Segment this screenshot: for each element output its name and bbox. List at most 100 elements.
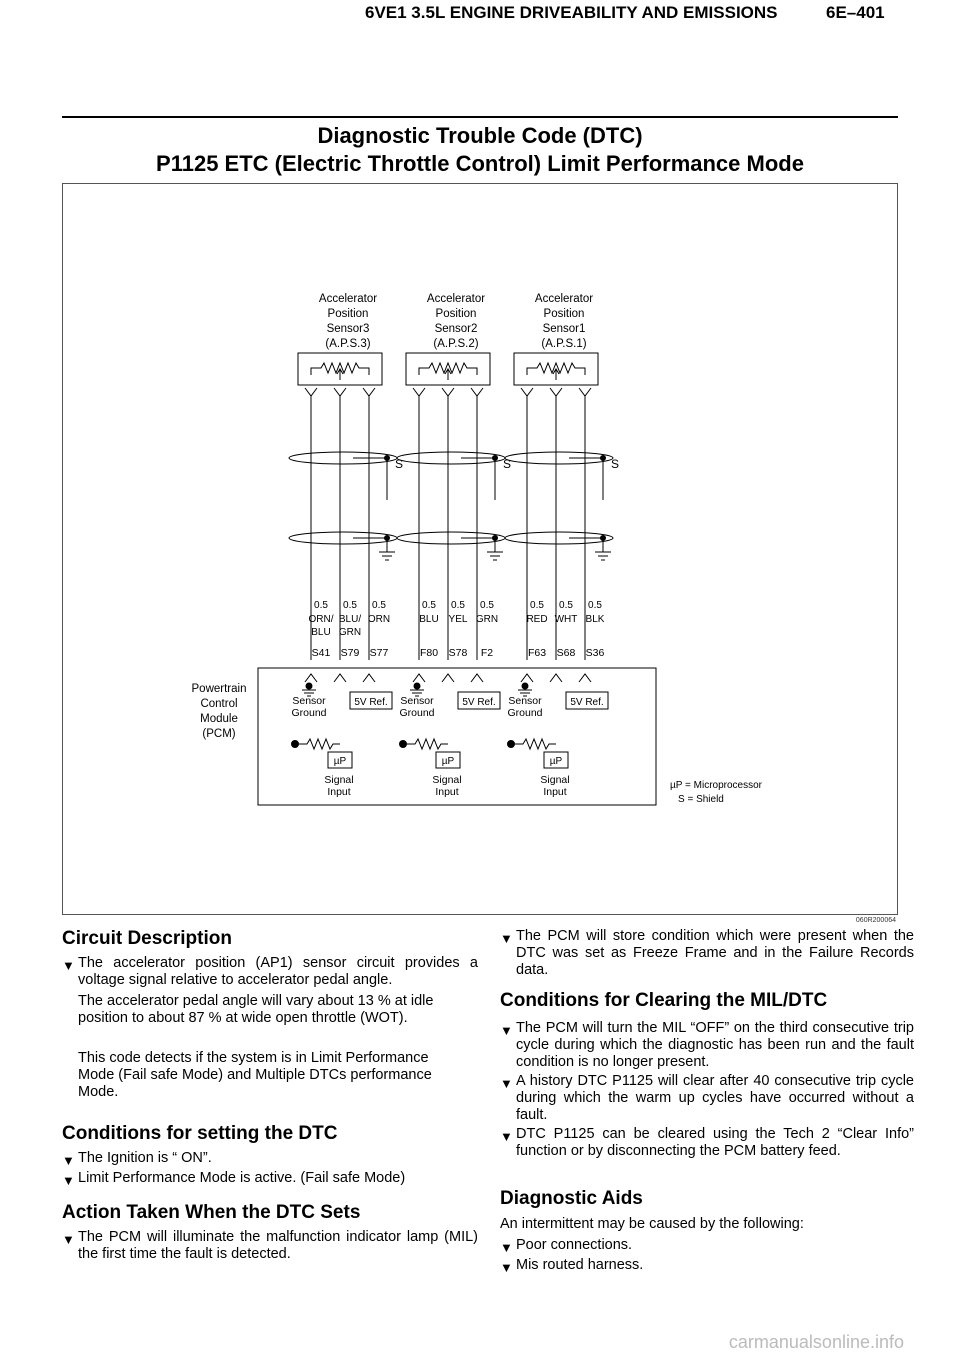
potentiometer — [526, 361, 586, 375]
watermark: carmanualsonline.info — [728, 1332, 904, 1352]
wire-color: GRN — [476, 614, 498, 625]
connector-mark — [470, 387, 484, 397]
wire-color: BLU/ — [339, 614, 361, 625]
ground-symbol — [302, 689, 316, 697]
pin-label: F80 — [420, 647, 438, 659]
sensor-ground-label: Sensor — [292, 695, 326, 707]
wire-color: YEL — [449, 614, 468, 625]
wire-color: BLU — [419, 614, 438, 625]
shield-ellipse — [504, 531, 614, 545]
ground-symbol — [410, 689, 424, 697]
wiper-arrow — [336, 368, 344, 380]
signal-input-label: Input — [327, 786, 350, 798]
bullet-marker: ▼ — [62, 1232, 75, 1247]
sensor-label: (A.P.S.2) — [433, 338, 478, 350]
connector-mark — [549, 387, 563, 397]
aids-item-text: Mis routed harness. — [516, 1257, 644, 1273]
connector-mark — [304, 673, 318, 683]
sensor-label: Sensor2 — [435, 323, 478, 335]
wire-gauge: 0.5 — [451, 600, 465, 611]
connector-mark — [412, 387, 426, 397]
vref-box — [457, 691, 501, 710]
circuit-paragraph-2: This code detects if the system is in Li… — [78, 1050, 432, 1100]
wire-color: ORN — [368, 614, 390, 625]
connector-mark — [333, 673, 347, 683]
setting-item-text: The Ignition is “ ON”. — [78, 1150, 212, 1166]
bullet-marker: ▼ — [62, 1173, 75, 1188]
legend-micro: µP = Microprocessor — [670, 780, 763, 791]
pcm-label: Powertrain — [192, 683, 247, 695]
legend-shield: S = Shield — [678, 794, 724, 805]
vref-box — [565, 691, 609, 710]
wire-color: WHT — [555, 614, 578, 625]
pcm-label: Module — [200, 713, 238, 725]
pull-up-resistor — [295, 737, 340, 751]
action-item-2: ▼ The PCM will store condition which wer… — [500, 928, 914, 979]
action-item-text: The PCM will store condition which were … — [516, 928, 914, 978]
connector-mark — [520, 673, 534, 683]
heading-conditions-clearing: Conditions for Clearing the MIL/DTC — [500, 990, 828, 1011]
pin-label: S78 — [449, 647, 468, 659]
shield-label: S — [611, 457, 619, 471]
wire-gauge: 0.5 — [530, 600, 544, 611]
ground-symbol — [518, 689, 532, 697]
heading-circuit-description: Circuit Description — [62, 928, 232, 949]
connector-mark — [549, 673, 563, 683]
micro-label: µP — [442, 756, 455, 767]
pin-label: F2 — [481, 647, 493, 659]
wiring-diagram: AcceleratorPositionSensor3(A.P.S.3)S0.5O… — [192, 293, 763, 806]
wiper-arrow — [552, 368, 560, 380]
sensor-label: Accelerator — [427, 293, 485, 305]
ground-node — [521, 682, 529, 690]
signal-input-label: Input — [435, 786, 458, 798]
wire-color: RED — [526, 614, 547, 625]
pcm-box — [257, 667, 657, 806]
sensor-label: Position — [544, 308, 585, 320]
dtc-title-line1: Diagnostic Trouble Code (DTC) — [317, 123, 643, 148]
heading-conditions-setting: Conditions for setting the DTC — [62, 1123, 338, 1144]
pcm-label: (PCM) — [202, 728, 235, 740]
clearing-item-1: ▼ The PCM will turn the MIL “OFF” on the… — [500, 1020, 914, 1071]
bullet-marker: ▼ — [62, 1153, 75, 1168]
ground-symbol — [379, 551, 395, 561]
sensor-label: Sensor3 — [327, 323, 370, 335]
aids-item-1: ▼ Poor connections. — [500, 1237, 914, 1255]
signal-input-label: Signal — [540, 774, 569, 786]
sensor-ground-label: Sensor — [400, 695, 434, 707]
clearing-item-3: ▼ DTC P1125 can be cleared using the Tec… — [500, 1126, 914, 1160]
connector-mark — [441, 673, 455, 683]
bullet-marker: ▼ — [500, 1076, 513, 1091]
signal-input-label: Signal — [432, 774, 461, 786]
pcm-label: Control — [200, 698, 237, 710]
bullet-marker: ▼ — [500, 1023, 513, 1038]
sensor-box — [405, 352, 491, 386]
circuit-bullet-text: The accelerator position (AP1) sensor ci… — [78, 955, 478, 988]
shield-label: S — [395, 457, 403, 471]
sensor-label: Position — [328, 308, 369, 320]
sensor-box — [513, 352, 599, 386]
sensor-box — [297, 352, 383, 386]
signal-input-label: Signal — [324, 774, 353, 786]
connector-mark — [333, 387, 347, 397]
micro-box — [327, 751, 353, 769]
aids-item-2: ▼ Mis routed harness. — [500, 1257, 914, 1275]
connector-mark — [578, 387, 592, 397]
pin-label: S79 — [341, 647, 360, 659]
vref-label: 5V Ref. — [570, 697, 603, 708]
circuit-paragraph-1: The accelerator pedal angle will vary ab… — [78, 993, 434, 1026]
wire-gauge: 0.5 — [422, 600, 436, 611]
vref-label: 5V Ref. — [462, 697, 495, 708]
sensor-label: Accelerator — [535, 293, 593, 305]
diagnostic-aids-intro: An intermittent may be caused by the fol… — [500, 1216, 804, 1232]
header-title: 6VE1 3.5L ENGINE DRIVEABILITY AND EMISSI… — [365, 3, 778, 22]
setting-item-1: ▼ The Ignition is “ ON”. — [62, 1150, 478, 1168]
micro-label: µP — [550, 756, 563, 767]
page-number: 6E–401 — [826, 3, 885, 22]
setting-item-text: Limit Performance Mode is active. (Fail … — [78, 1170, 406, 1186]
sensor-label: Position — [436, 308, 477, 320]
connector-mark — [412, 673, 426, 683]
micro-box — [435, 751, 461, 769]
page-header: 6VE1 3.5L ENGINE DRIVEABILITY AND EMISSI… — [0, 0, 960, 26]
connector-mark — [441, 387, 455, 397]
wire-gauge: 0.5 — [559, 600, 573, 611]
